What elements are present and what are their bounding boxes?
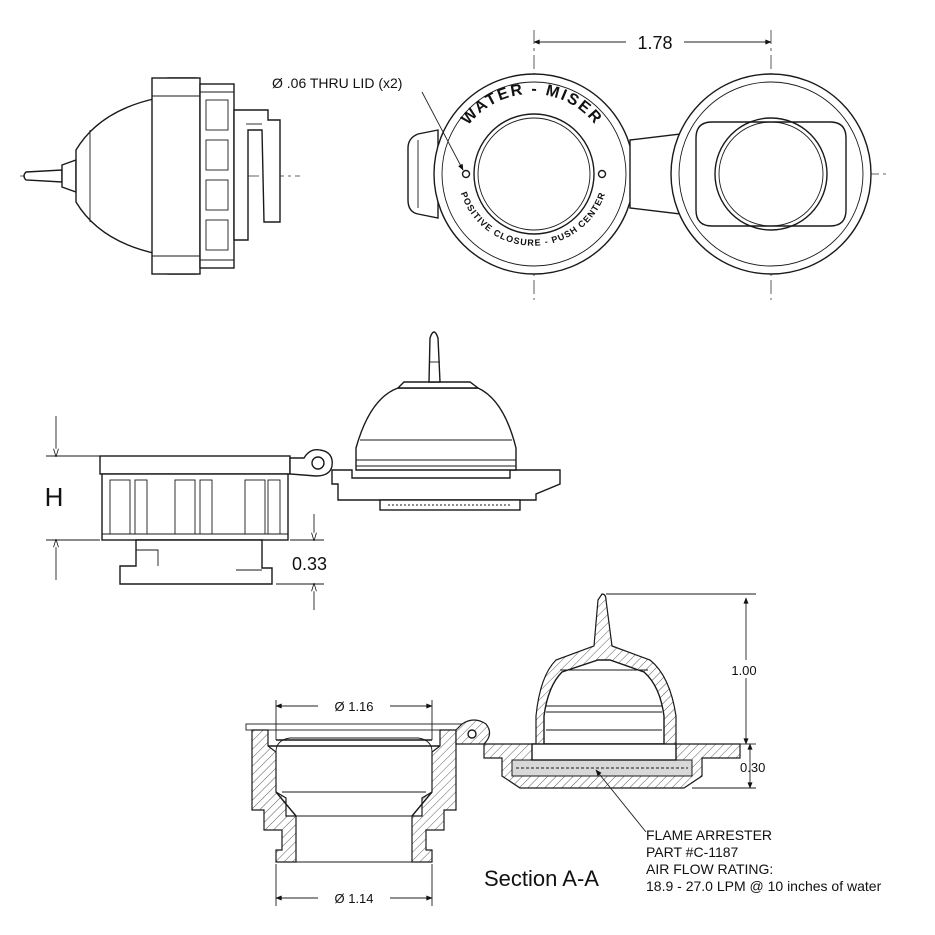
side-view-top xyxy=(20,77,300,275)
width-top-dimension: 1.78 xyxy=(637,33,672,53)
cap-base-dimension: 0.30 xyxy=(740,760,765,775)
callout-line-1: FLAME ARRESTER xyxy=(646,827,772,843)
step-height-dimension: 0.33 xyxy=(292,554,327,574)
hole-note: Ø .06 THRU LID (x2) xyxy=(272,75,402,91)
section-label: Section A-A xyxy=(484,866,599,891)
callout-line-4: 18.9 - 27.0 LPM @ 10 inches of water xyxy=(646,878,882,894)
height-dimension-label: H xyxy=(45,482,64,512)
lid-hole-right xyxy=(597,169,607,179)
cap-height-dimension: 1.00 xyxy=(731,663,756,678)
lid-top-view: WATER - MISER POSITIVE CLOSURE - PUSH CE… xyxy=(272,30,890,300)
front-view: H 0.33 xyxy=(45,331,561,610)
callout-line-3: AIR FLOW RATING: xyxy=(646,861,773,877)
lid-hole-left xyxy=(461,169,471,179)
inner-diameter-dimension: Ø 1.16 xyxy=(334,699,373,714)
callout-line-2: PART #C-1187 xyxy=(646,844,739,860)
section-view: Ø 1.16 Ø 1.14 1.00 0.30 Section A-A FLAM… xyxy=(245,593,882,907)
outer-diameter-dimension: Ø 1.14 xyxy=(334,891,373,906)
